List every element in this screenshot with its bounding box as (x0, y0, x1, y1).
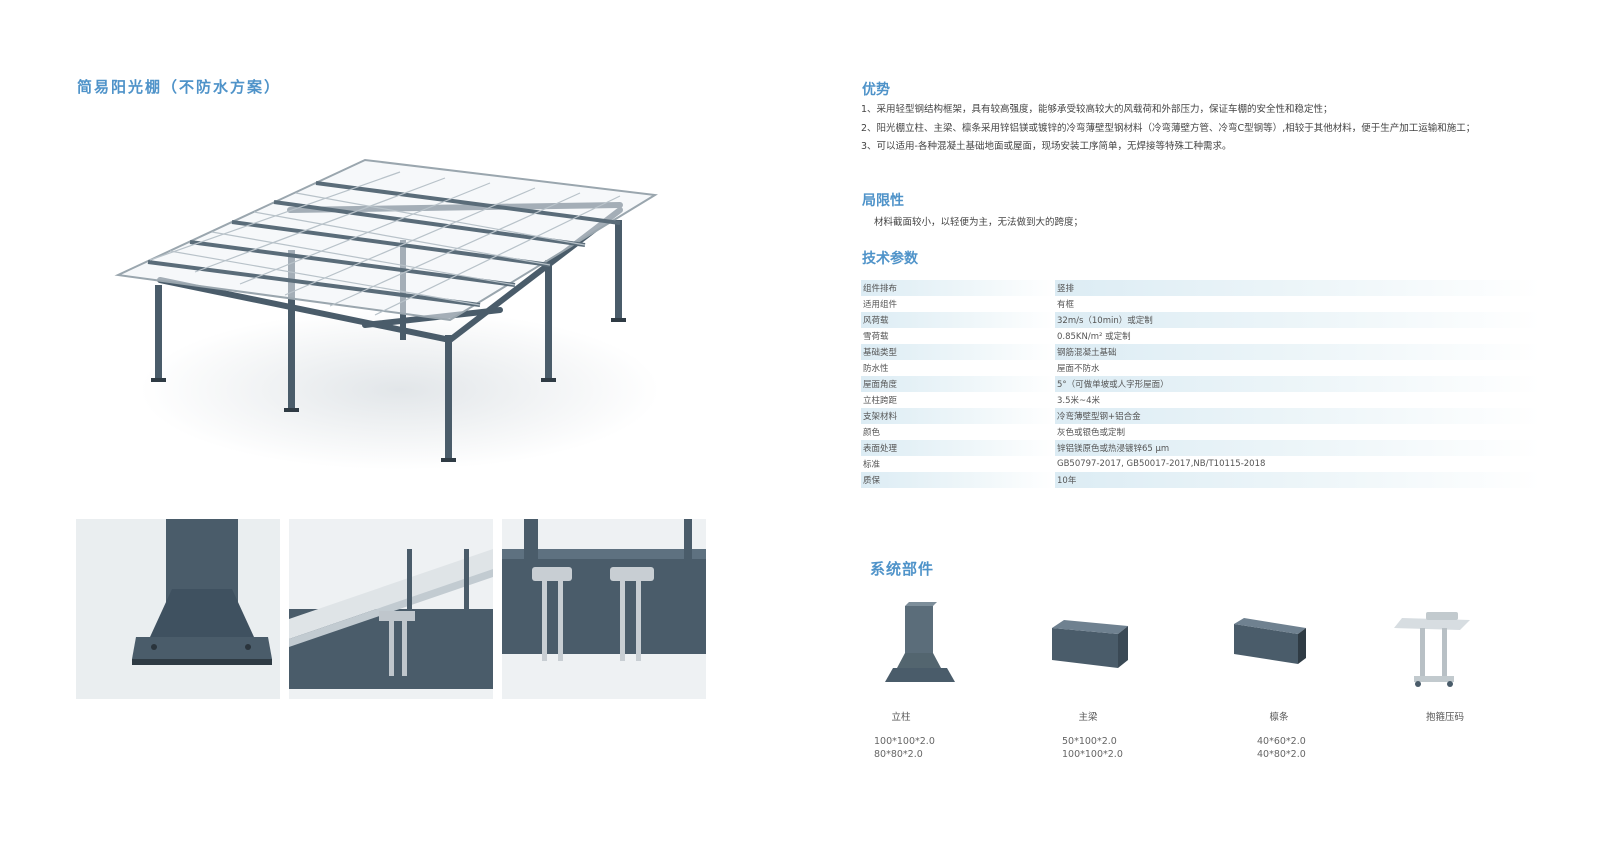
param-value: 5°（可做单坡或人字形屋面） (1055, 376, 1541, 392)
part-specs-main-beam: 50*100*2.0 100*100*2.0 (1062, 735, 1123, 761)
param-key: 风荷载 (861, 312, 1055, 328)
main-beam-part-image (1052, 620, 1128, 668)
page-title: 简易阳光棚（不防水方案） (77, 78, 282, 96)
table-row: 组件排布竖排 (861, 280, 1541, 296)
param-value: 钢筋混凝土基础 (1055, 344, 1541, 360)
param-key: 颜色 (863, 428, 881, 438)
param-key: 适用组件 (863, 300, 898, 310)
purlin-part-image (1234, 618, 1306, 664)
table-row: 标准 GB50797-2017, GB50017-2017,NB/T10115-2… (861, 456, 1541, 472)
advantages-list: 1、采用轻型钢结构框架，具有较高强度，能够承受较高较大的风载荷和外部压力，保证车… (861, 101, 1541, 157)
advantage-item: 3、可以适用-各种混凝土基础地面或屋面，现场安装工序简单，无焊接等特殊工种需求。 (861, 141, 1232, 152)
part-specs-purlin: 40*60*2.0 40*80*2.0 (1257, 735, 1306, 761)
advantage-item: 2、阳光棚立柱、主梁、檩条采用锌铝镁或镀锌的冷弯薄壁型钢材料（冷弯薄壁方管、冷弯… (861, 122, 1476, 134)
part-label-purlin: 檩条 (1269, 712, 1289, 723)
param-key: 支架材料 (861, 408, 1055, 424)
limitations-text: 材料截面较小，以轻便为主，无法做到大的跨度； (874, 217, 1084, 228)
system-parts-title: 系统部件 (870, 560, 935, 578)
part-spec: 50*100*2.0 (1062, 736, 1117, 747)
param-value: 3.5米~4米 (1057, 396, 1101, 406)
table-row: 立柱跨距 3.5米~4米 (861, 392, 1541, 408)
param-key: 组件排布 (861, 280, 1055, 296)
limitations-title: 局限性 (862, 193, 904, 209)
param-value: 32m/s（10min）或定制 (1055, 312, 1541, 328)
param-value: 10年 (1055, 472, 1541, 488)
param-key: 表面处理 (861, 440, 1055, 456)
table-row: 颜色 灰色或银色或定制 (861, 424, 1541, 440)
param-key: 基础类型 (861, 344, 1055, 360)
param-value: 屋面不防水 (1057, 364, 1100, 374)
part-label-clamp: 抱箍压码 (1425, 712, 1464, 723)
param-value: 灰色或银色或定制 (1057, 428, 1126, 438)
param-key: 屋面角度 (861, 376, 1055, 392)
part-spec: 40*80*2.0 (1257, 749, 1306, 760)
param-value: 锌铝镁原色或热浸镀锌65 μm (1055, 440, 1541, 456)
table-row: 表面处理锌铝镁原色或热浸镀锌65 μm (861, 440, 1541, 456)
table-row: 防水性 屋面不防水 (861, 360, 1541, 376)
column-base-photo (76, 519, 280, 699)
part-specs-column: 100*100*2.0 80*80*2.0 (874, 735, 935, 761)
part-spec: 80*80*2.0 (874, 749, 923, 760)
param-value: 竖排 (1055, 280, 1541, 296)
advantages-title: 优势 (862, 82, 890, 98)
purlin-clamp-photo (289, 519, 493, 699)
carport-structure-illustration (114, 158, 660, 470)
param-value: 0.85KN/m² 或定制 (1057, 332, 1131, 342)
table-row: 支架材料冷弯薄壁型钢+铝合金 (861, 408, 1541, 424)
tech-params-title: 技术参数 (862, 251, 918, 267)
param-value: 冷弯薄壁型钢+铝合金 (1055, 408, 1541, 424)
part-spec: 40*60*2.0 (1257, 736, 1306, 747)
beam-clamp-photo (502, 519, 706, 699)
column-part-image (885, 602, 955, 682)
param-key: 雪荷载 (863, 332, 889, 342)
part-label-column: 立柱 (891, 712, 911, 723)
param-key: 标准 (863, 460, 881, 470)
table-row: 适用组件 有框 (861, 296, 1541, 312)
part-spec: 100*100*2.0 (1062, 749, 1123, 760)
param-key: 防水性 (863, 364, 889, 374)
part-label-main-beam: 主梁 (1078, 712, 1098, 723)
param-key: 立柱跨距 (863, 396, 898, 406)
param-key: 质保 (861, 472, 1055, 488)
param-value: GB50797-2017, GB50017-2017,NB/T10115-201… (1057, 459, 1266, 469)
part-spec: 100*100*2.0 (874, 736, 935, 747)
table-row: 雪荷载 0.85KN/m² 或定制 (861, 328, 1541, 344)
param-value: 有框 (1057, 300, 1075, 310)
clamp-part-image (1394, 612, 1470, 687)
table-row: 基础类型钢筋混凝土基础 (861, 344, 1541, 360)
advantage-item: 1、采用轻型钢结构框架，具有较高强度，能够承受较高较大的风载荷和外部压力，保证车… (861, 104, 1333, 115)
